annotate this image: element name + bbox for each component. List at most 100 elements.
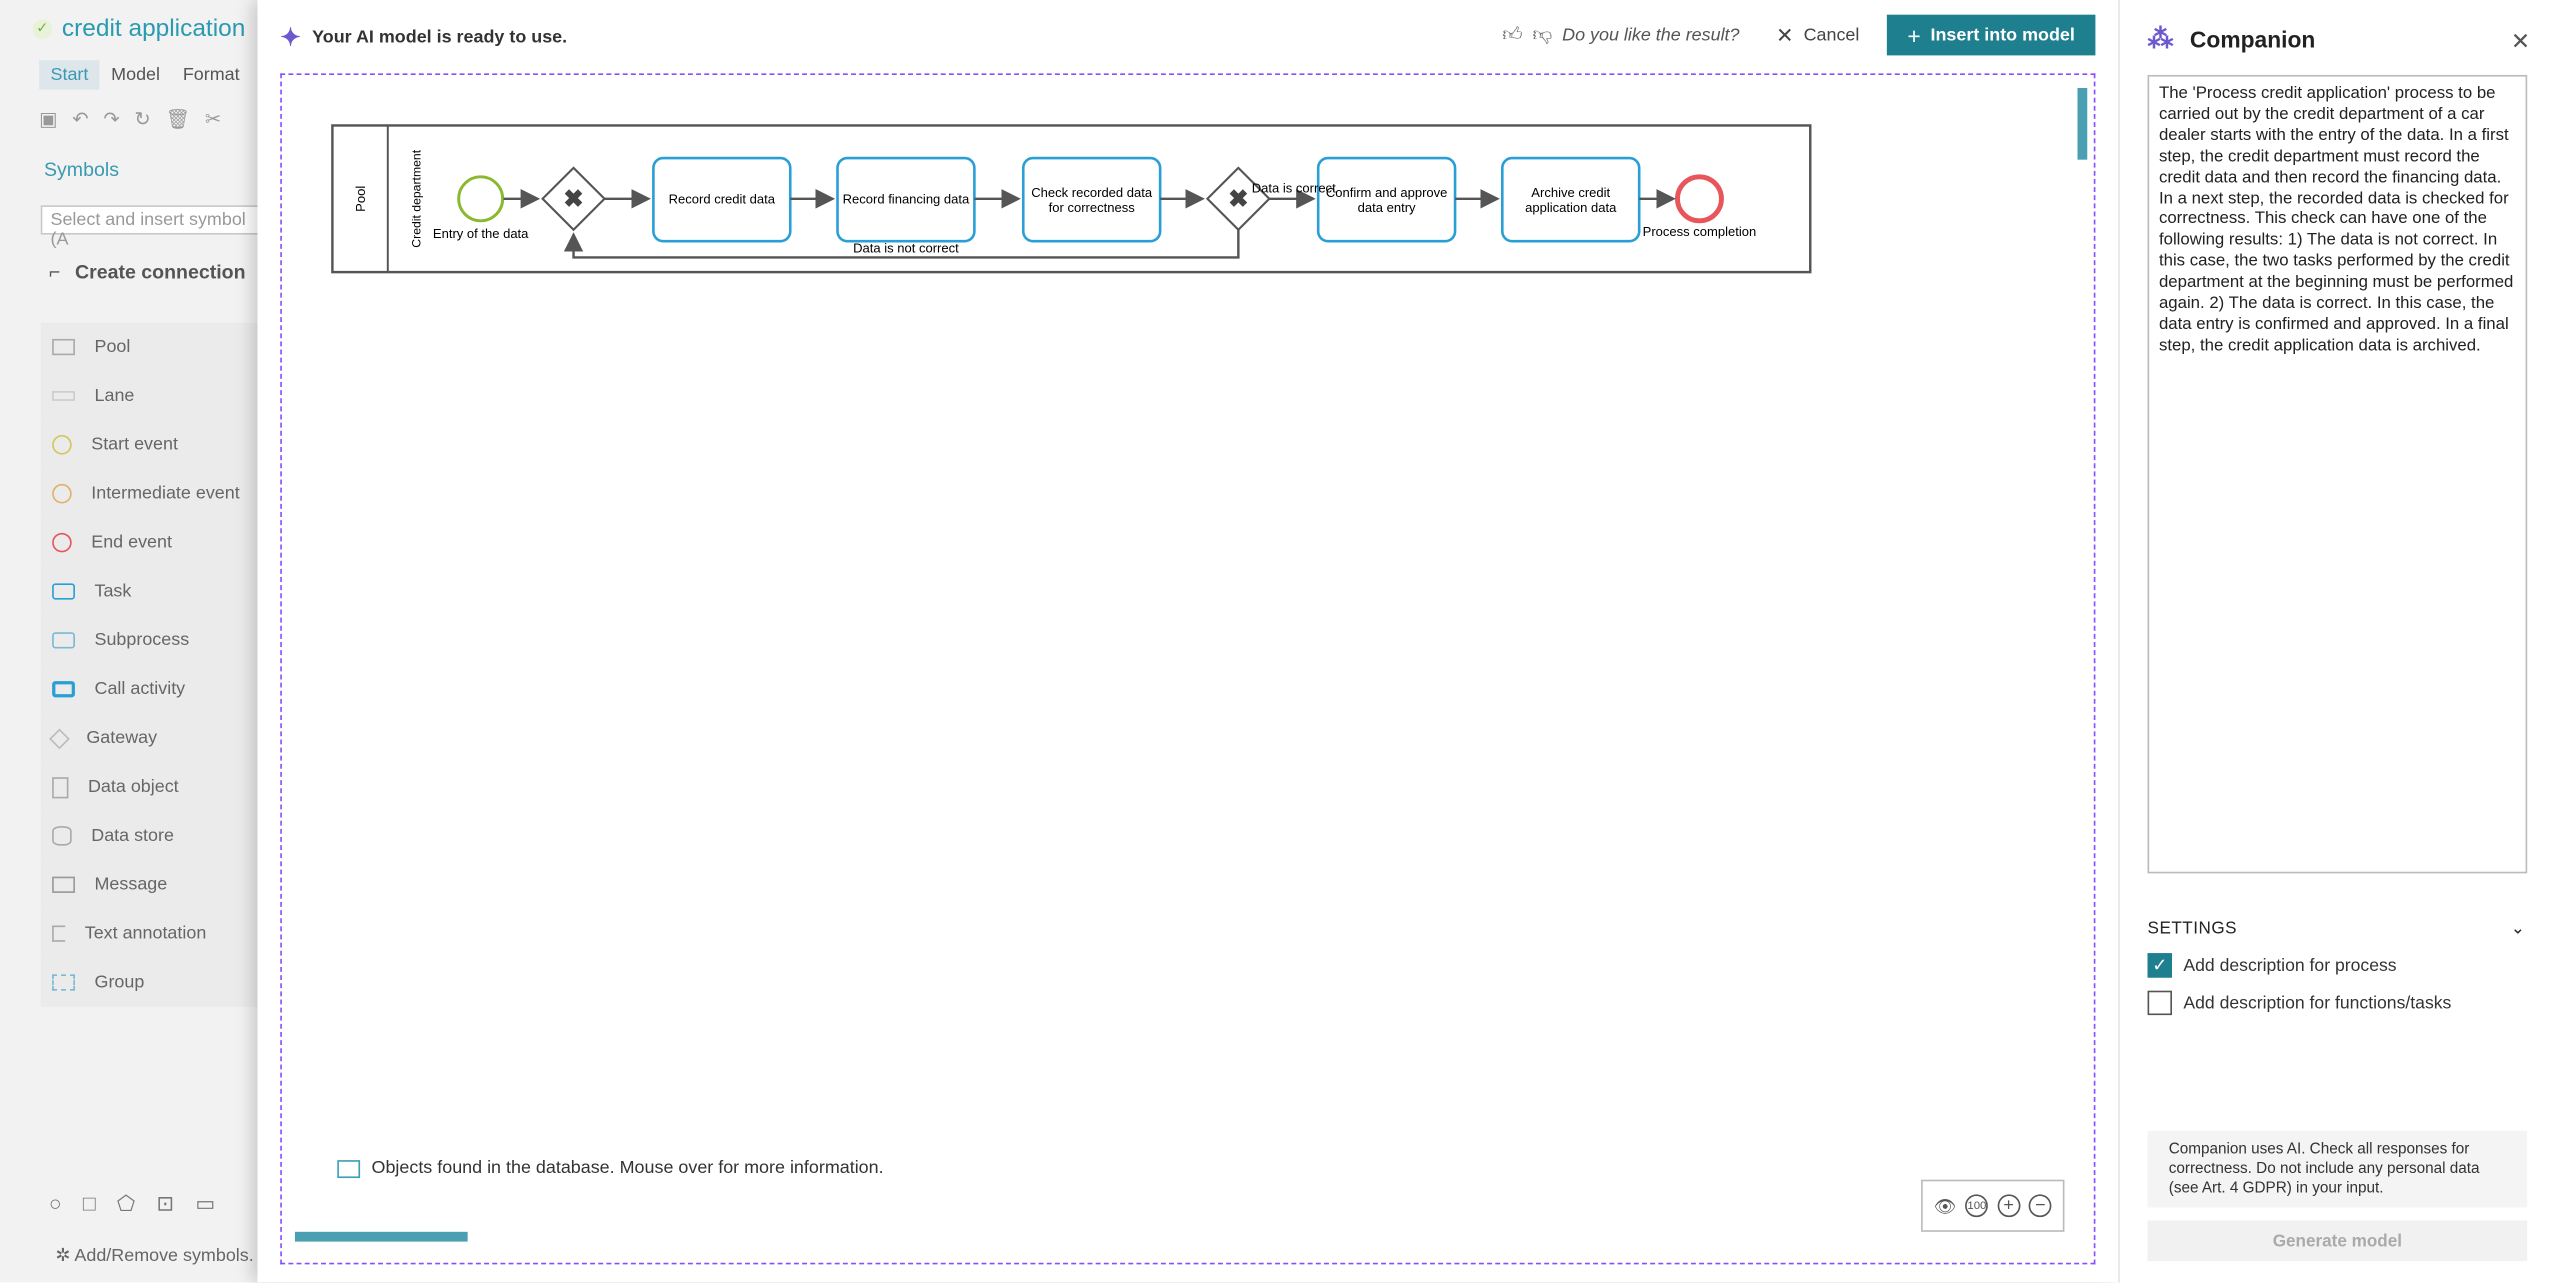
horizontal-scrollbar[interactable] (294, 1231, 468, 1242)
gateway-x-icon: ✖ (1228, 186, 1248, 213)
refresh-icon[interactable]: ↻ (134, 107, 151, 131)
tab-start[interactable]: Start (39, 60, 100, 90)
close-icon[interactable]: ✕ (2510, 27, 2531, 54)
feedback-area: 👍︎ 👎︎ Do you like the result? (1502, 23, 1739, 47)
symbol-item-message[interactable]: Message (40, 860, 269, 910)
pool-icon (52, 338, 75, 356)
save-icon[interactable]: ▣ (39, 107, 58, 131)
symbol-label: Call activity (94, 679, 186, 700)
gateway-1-shape[interactable] (541, 166, 607, 232)
eye-icon[interactable]: 👁︎ (1933, 1196, 1957, 1217)
process-description-textarea[interactable]: The 'Process credit application' process… (2147, 74, 2528, 874)
option-label: Add description for process (2183, 955, 2397, 976)
ai-result-modal: ✦ Your AI model is ready to use. 👍︎ 👎︎ D… (257, 0, 2119, 1283)
cut-icon[interactable]: ✂ (204, 107, 222, 131)
subprocess-icon (52, 632, 75, 649)
settings-toggle[interactable]: SETTINGS ⌄ (2148, 919, 2526, 939)
symbol-label: Start event (91, 435, 178, 455)
symbol-label: Data store (91, 826, 174, 846)
symbol-item-text-annotation[interactable]: Text annotation (40, 909, 269, 959)
zoom-100-icon[interactable]: 100 (1965, 1194, 1989, 1218)
lane-icon (52, 391, 75, 401)
ai-disclaimer: Companion uses AI. Check all responses f… (2147, 1130, 2528, 1208)
option-process-description[interactable]: ✓ Add description for process (2147, 953, 2397, 978)
option-task-description[interactable]: Add description for functions/tasks (2147, 990, 2452, 1016)
generate-model-button[interactable]: Generate model (2147, 1220, 2528, 1262)
square-shape-icon[interactable]: □ (82, 1191, 96, 1216)
tab-format[interactable]: Format (182, 65, 240, 85)
redo-icon[interactable]: ↷ (103, 107, 120, 131)
group-icon (52, 974, 75, 991)
symbol-item-data-object[interactable]: Data object (40, 762, 269, 812)
end-event-icon (52, 532, 72, 553)
symbol-label: Message (94, 874, 168, 895)
symbol-label: Pool (94, 337, 131, 357)
app-title-text: credit application (61, 14, 246, 43)
add-remove-label: Add/Remove symbols. (74, 1246, 254, 1267)
symbol-label: Group (94, 972, 145, 993)
symbol-item-end-event[interactable]: End event (40, 518, 269, 568)
companion-title: Companion (2189, 26, 2316, 53)
data-store-icon (52, 826, 72, 846)
symbol-item-gateway[interactable]: Gateway (40, 713, 269, 763)
insert-into-model-button[interactable]: + Insert into model (1886, 14, 2096, 56)
zoom-controls: 👁︎ 100 + − (1921, 1179, 2065, 1232)
diagram-canvas[interactable]: Pool Credit department Entry of the data… (280, 73, 2096, 1265)
vertical-scrollbar[interactable] (2077, 87, 2088, 160)
symbol-search-input[interactable]: Select and insert symbol (A (40, 205, 269, 249)
flow-label-not-correct: Data is not correct (853, 241, 959, 256)
symbol-item-group[interactable]: Group (40, 958, 269, 1007)
gateway-x-icon: ✖ (563, 186, 583, 213)
app-title: ✓ credit application (32, 14, 246, 43)
symbol-item-intermediate-event[interactable]: Intermediate event (40, 469, 269, 519)
task-label: Archive credit (1531, 185, 1610, 200)
thumbs-up-icon[interactable]: 👍︎ (1502, 22, 1523, 46)
create-connection-button[interactable]: ⌐ Create connection (49, 261, 246, 284)
add-remove-symbols-link[interactable]: ✲ Add/Remove symbols. (55, 1245, 253, 1266)
text-frame-icon[interactable]: ⊡ (156, 1191, 175, 1216)
ai-ready-text: Your AI model is ready to use. (312, 27, 568, 48)
cancel-button[interactable]: ✕ Cancel (1776, 23, 1859, 49)
symbol-item-lane[interactable]: Lane (40, 371, 269, 421)
symbol-item-data-store[interactable]: Data store (40, 811, 269, 861)
image-icon[interactable]: ▭ (195, 1191, 216, 1216)
checkbox-unchecked-icon[interactable] (2147, 990, 2172, 1016)
shape-toolbar: ○ □ ⬠ ⊡ ▭ (49, 1191, 216, 1217)
intermediate-event-icon (52, 483, 72, 504)
circle-shape-icon[interactable]: ○ (48, 1191, 62, 1216)
call-activity-icon (52, 681, 75, 698)
symbol-item-call-activity[interactable]: Call activity (40, 664, 269, 714)
lane-label: Credit department (409, 149, 423, 247)
zoom-out-icon[interactable]: − (2029, 1194, 2052, 1218)
option-label: Add description for functions/tasks (2183, 993, 2452, 1013)
symbol-item-pool[interactable]: Pool (40, 322, 269, 372)
database-legend: Objects found in the database. Mouse ove… (337, 1159, 884, 1178)
plus-icon: + (1907, 21, 1921, 49)
close-icon: ✕ (1776, 22, 1794, 48)
undo-icon[interactable]: ↶ (72, 107, 89, 131)
connection-icon: ⌐ (48, 260, 61, 284)
checkbox-checked-icon[interactable]: ✓ (2147, 953, 2172, 978)
symbol-item-subprocess[interactable]: Subprocess (40, 615, 269, 665)
start-event-icon (52, 435, 72, 455)
zoom-in-icon[interactable]: + (1997, 1194, 2021, 1218)
tab-model[interactable]: Model (111, 65, 161, 85)
data-object-icon (52, 776, 69, 798)
task-label: Confirm and approve (1326, 185, 1448, 200)
app-toolbar: ▣ ↶ ↷ ↻ 🗑 ✂ (39, 108, 221, 131)
task-label: application data (1525, 200, 1617, 215)
flow-label-correct: Data is correct (1252, 180, 1336, 195)
symbol-label: Gateway (86, 728, 158, 748)
thumbs-down-icon[interactable]: 👎︎ (1532, 22, 1553, 46)
symbol-item-task[interactable]: Task (40, 567, 269, 616)
delete-icon[interactable]: 🗑 (165, 107, 191, 131)
symbols-title: Symbols (43, 158, 119, 181)
symbol-label: Subprocess (94, 630, 190, 651)
pentagon-shape-icon[interactable]: ⬠ (116, 1191, 136, 1216)
symbol-item-start-event[interactable]: Start event (40, 420, 269, 470)
start-event-shape[interactable] (457, 175, 505, 223)
symbol-list: Pool Lane Start event Intermediate event… (40, 322, 269, 1007)
message-icon (52, 876, 75, 893)
task-label: Check recorded data (1031, 185, 1153, 200)
end-event-shape[interactable] (1675, 174, 1724, 224)
